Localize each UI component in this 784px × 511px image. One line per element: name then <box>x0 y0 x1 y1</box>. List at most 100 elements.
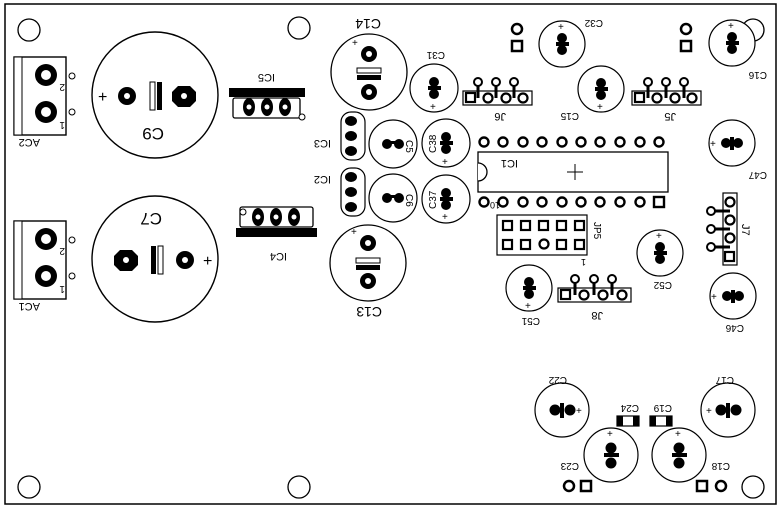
mounting-hole <box>17 475 41 499</box>
capacitor-c51: + C51 <box>505 264 553 326</box>
j8-label: J8 <box>591 309 603 321</box>
c22-label: C22 <box>548 374 567 385</box>
header-jp: JP5 1 <box>496 214 602 267</box>
capacitor-c14: + C14 <box>330 16 408 111</box>
c14-label: C14 <box>355 16 381 32</box>
plus-mark: + <box>203 253 212 270</box>
regulator-ic4: IC4 <box>236 206 317 262</box>
capacitor-c7: + C7 <box>91 195 219 323</box>
c13-label: C13 <box>356 304 382 320</box>
plus-mark: + <box>558 22 564 33</box>
mounting-hole <box>287 475 311 499</box>
c24-label: C24 <box>620 402 639 413</box>
regulator-ic5: IC5 <box>229 71 306 121</box>
c31-label: C31 <box>426 49 445 60</box>
header-j8: J8 <box>557 274 632 321</box>
header-j6: J6 <box>462 77 533 122</box>
terminal-pin-label: 1 <box>59 119 65 130</box>
transistor-ic3: IC3 <box>314 111 366 161</box>
c32-label: C32 <box>584 17 603 28</box>
capacitor-c15: + C15 <box>560 65 625 121</box>
j5-label: J5 <box>664 110 676 122</box>
terminal-pin-label: 2 <box>59 245 65 256</box>
capacitor-c6: C6 <box>368 173 418 223</box>
ic1-label: IC1 <box>501 157 518 169</box>
c6-label: C6 <box>403 194 414 207</box>
capacitor-c46: + C46 <box>709 272 757 333</box>
c52-label: C52 <box>653 279 672 290</box>
plus-mark: + <box>430 102 436 113</box>
capacitor-c9: + C9 <box>91 31 219 159</box>
mounting-hole <box>17 18 41 42</box>
capacitor-c38: + C38 <box>421 118 471 168</box>
terminal-ac2: 2 1 AC2 <box>13 56 76 148</box>
plus-mark: + <box>576 406 582 417</box>
plus-mark: + <box>98 89 107 106</box>
capacitor-c52: + C52 <box>636 229 684 290</box>
ac2-label: AC2 <box>19 136 40 148</box>
chip-ic1: IC1 10 <box>477 136 669 210</box>
ac1-label: AC1 <box>19 300 40 312</box>
c51-label: C51 <box>521 315 540 326</box>
c15-label: C15 <box>560 110 579 121</box>
c38-label: C38 <box>428 134 439 153</box>
plus-mark: + <box>656 231 662 242</box>
c37-label: C37 <box>428 190 439 209</box>
c9-label: C9 <box>142 124 164 143</box>
c23-label: C23 <box>560 460 579 471</box>
j7-label: J7 <box>739 224 751 236</box>
ic4-label: IC4 <box>270 250 287 262</box>
j6-label: J6 <box>494 110 506 122</box>
plus-mark: + <box>351 227 357 238</box>
plus-mark: + <box>525 301 531 312</box>
plus-mark: + <box>710 139 716 150</box>
capacitor-c16: + C16 <box>708 19 767 80</box>
plus-mark: + <box>728 21 734 32</box>
c47-label: C47 <box>748 169 767 180</box>
capacitor-c13: + C13 <box>329 224 407 320</box>
ic5-label: IC5 <box>258 71 275 83</box>
capacitor-c24: C24 <box>616 402 640 427</box>
ic1-pin-ten: 10 <box>490 200 500 210</box>
capacitor-c5: C5 <box>368 119 418 169</box>
terminal-pin-label: 1 <box>59 283 65 294</box>
header-j7: J7 <box>706 192 751 266</box>
terminal-ac1: 2 1 AC1 <box>13 220 76 312</box>
c7-label: C7 <box>140 209 162 228</box>
mounting-hole <box>741 475 765 499</box>
c17-label: C17 <box>715 374 734 385</box>
plus-mark: + <box>352 38 358 49</box>
plus-mark: + <box>597 102 603 113</box>
capacitor-c19: C19 <box>649 402 673 427</box>
jp-label: JP5 <box>591 222 602 240</box>
mounting-holes <box>17 16 765 499</box>
ic3-label: IC3 <box>314 137 331 149</box>
c5-label: C5 <box>403 140 414 153</box>
plus-mark: + <box>607 429 613 440</box>
plus-mark: + <box>711 292 717 303</box>
plus-mark: + <box>706 406 712 417</box>
capacitor-c32: + C32 <box>538 17 603 68</box>
capacitor-c47: + C47 <box>708 119 767 180</box>
c16-label: C16 <box>748 69 767 80</box>
mounting-hole <box>287 16 311 40</box>
capacitor-c22: + C22 <box>534 374 590 438</box>
c18-label: C18 <box>711 460 730 471</box>
capacitor-c17: + C17 <box>700 374 756 438</box>
c46-label: C46 <box>725 322 744 333</box>
capacitor-c23: + C23 <box>560 427 639 493</box>
header-j5: J5 <box>631 77 702 122</box>
capacitor-c18: + C18 <box>651 427 730 493</box>
jp-pin-one: 1 <box>581 257 586 267</box>
c19-label: C19 <box>653 402 672 413</box>
capacitor-c31: + C31 <box>409 49 459 113</box>
plus-mark: + <box>442 212 448 223</box>
plus-mark: + <box>442 157 448 168</box>
pad-pair <box>510 22 693 53</box>
capacitor-c37: + C37 <box>421 174 471 224</box>
plus-mark: + <box>675 429 681 440</box>
ic2-label: IC2 <box>314 173 331 185</box>
terminal-pin-label: 2 <box>59 81 65 92</box>
transistor-ic2: IC2 <box>314 167 366 217</box>
